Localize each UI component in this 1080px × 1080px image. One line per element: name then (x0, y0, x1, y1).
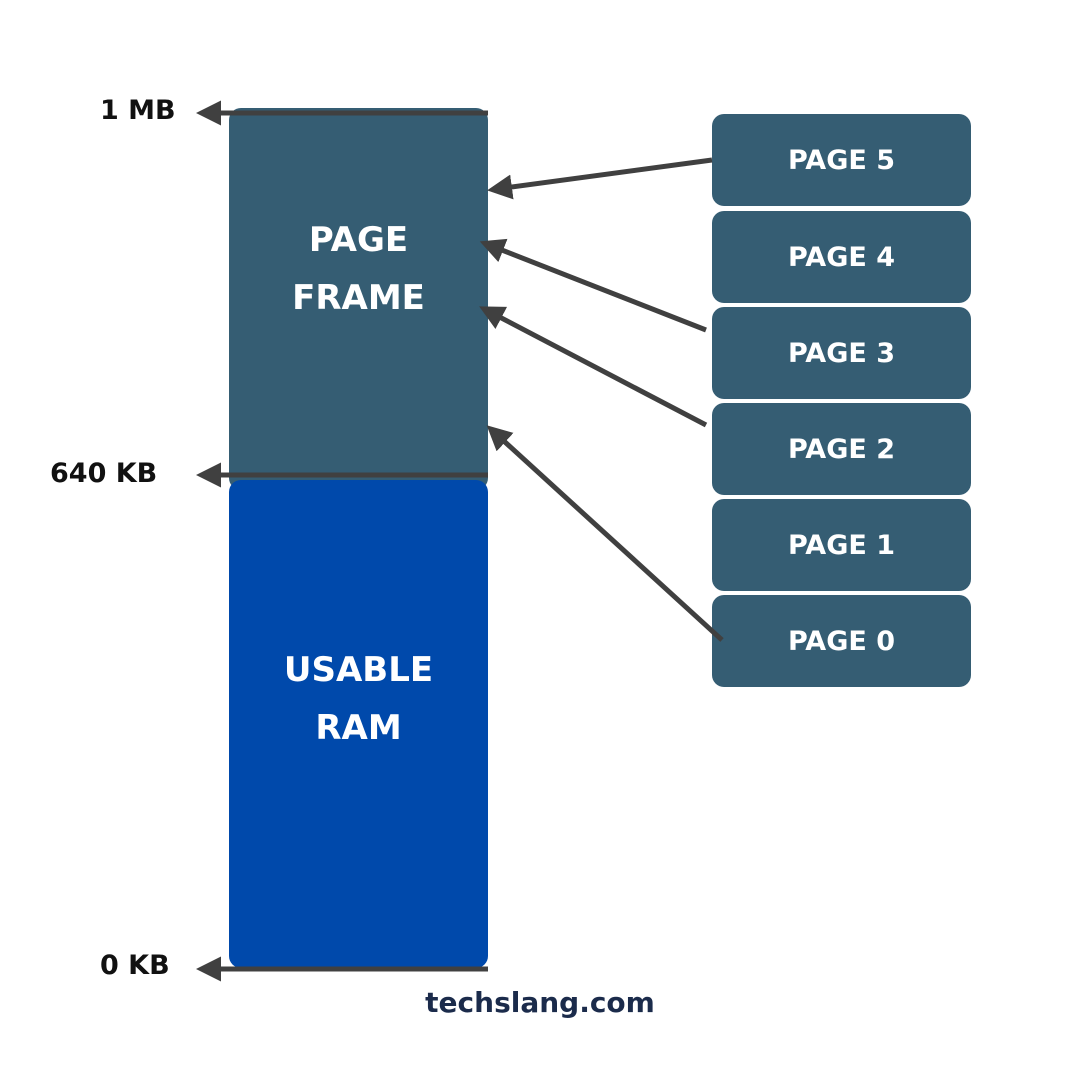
page-frame-block: PAGE FRAME (229, 108, 488, 490)
usable-ram-label-2: RAM (315, 708, 402, 748)
arrow-page3 (479, 238, 707, 333)
arrow-page5 (487, 157, 713, 200)
page-frame-label-1: PAGE (308, 220, 409, 260)
page-0: PAGE 0 (712, 595, 971, 687)
address-1mb: 1 MB (100, 95, 176, 126)
footer-brand: techslang.com (425, 986, 655, 1019)
arrow-page0 (486, 425, 724, 642)
page-frame-label-2: FRAME (292, 278, 425, 318)
page-1: PAGE 1 (712, 499, 971, 591)
page-5: PAGE 5 (712, 114, 971, 206)
address-640kb: 640 KB (50, 458, 158, 489)
arrow-page2 (479, 306, 708, 428)
page-4: PAGE 4 (712, 211, 971, 303)
usable-ram-label-1: USABLE (283, 650, 434, 690)
address-0kb: 0 KB (100, 950, 170, 981)
page-2: PAGE 2 (712, 403, 971, 495)
usable-ram-block: USABLE RAM (229, 480, 488, 968)
page-3: PAGE 3 (712, 307, 971, 399)
